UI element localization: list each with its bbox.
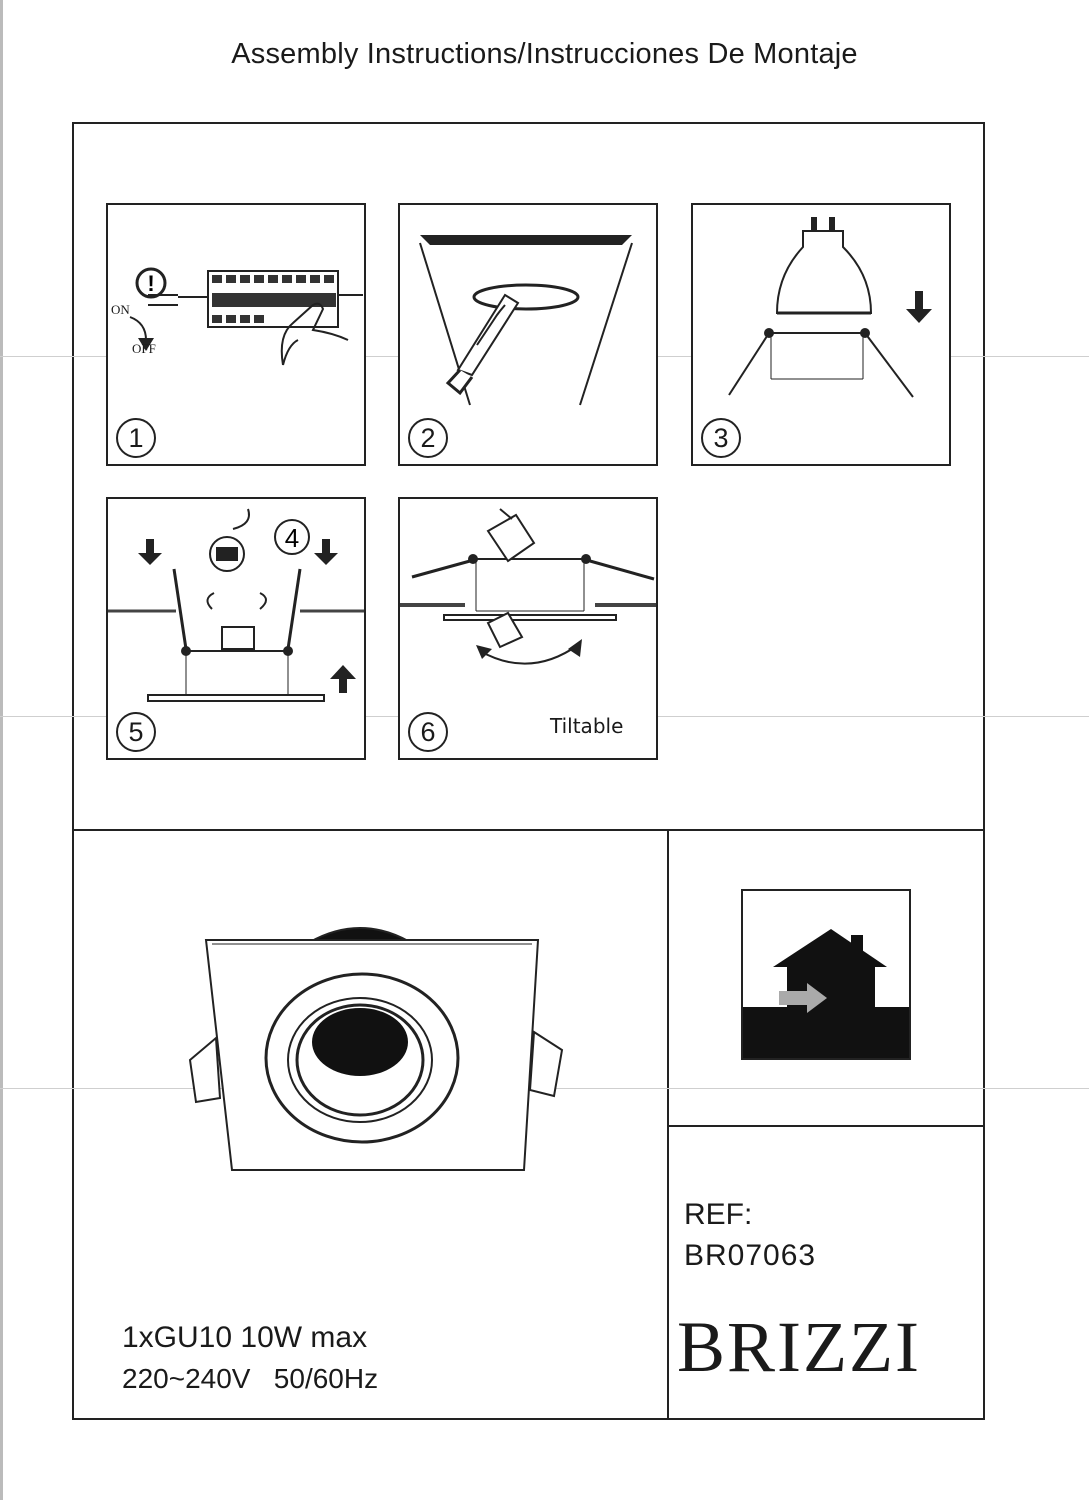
ref-label: REF: [684, 1198, 753, 1231]
step-number: 6 [408, 712, 448, 752]
product-drawing [188, 927, 564, 1171]
switch-off-label: OFF [132, 341, 156, 356]
indoor-use-house-icon [741, 889, 911, 1060]
divider-vertical [667, 829, 669, 1420]
divider-horizontal [72, 829, 985, 831]
circuit-breaker-icon: ! [129, 267, 363, 366]
switch-on-label: ON [111, 302, 130, 317]
step-1-panel: ! ON OFF 1 [106, 203, 366, 466]
brand-logo: BRIZZI [677, 1307, 921, 1387]
step-number: 1 [116, 418, 156, 458]
divider-ref [667, 1125, 985, 1127]
install-bulb-illustration: 4 [108, 508, 364, 702]
ref-code: BR07063 [684, 1239, 817, 1272]
saw-icon [419, 235, 633, 406]
step-3-panel: 3 [691, 203, 951, 466]
lamp-spec: 1xGU10 10W max [122, 1321, 368, 1354]
tiltable-label: Tiltable [550, 714, 624, 738]
scan-edge [0, 0, 3, 1500]
page-title: Assembly Instructions/Instrucciones De M… [231, 38, 858, 70]
svg-text:4: 4 [285, 523, 299, 553]
step-6-panel: Tiltable 6 [398, 497, 658, 760]
step-number: 2 [408, 418, 448, 458]
instruction-frame [72, 122, 985, 1420]
svg-text:!: ! [147, 271, 154, 296]
step-number: 5 [116, 712, 156, 752]
tilt-illustration [400, 508, 656, 665]
power-spec: 220~240V 50/60Hz [122, 1363, 379, 1394]
gu10-bulb-icon [728, 217, 932, 398]
step-5-panel: 4 5 [106, 497, 366, 760]
step-number: 3 [701, 418, 741, 458]
step-2-panel: 2 [398, 203, 658, 466]
